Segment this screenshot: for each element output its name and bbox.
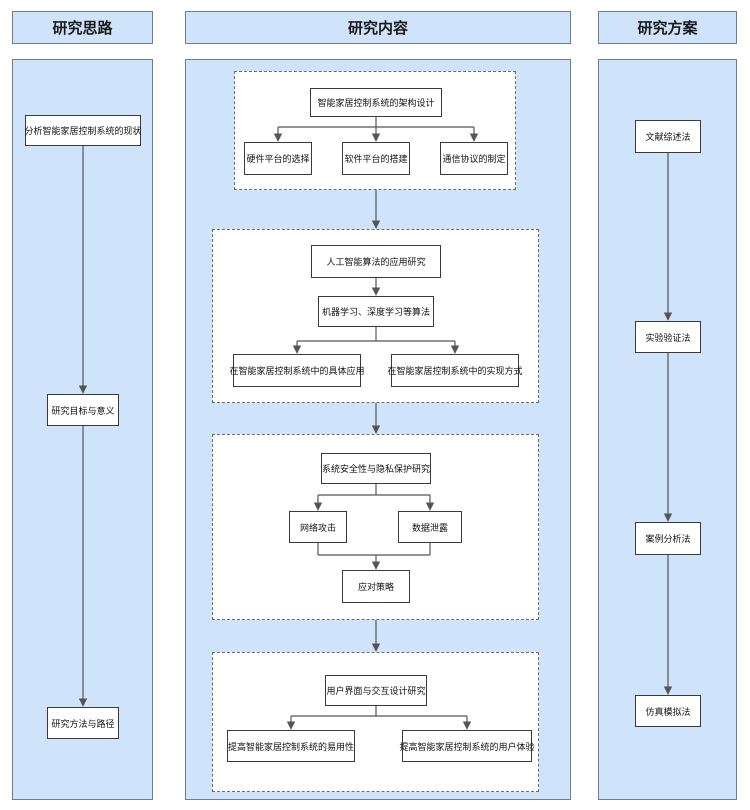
node-improve-usability: 提高智能家居控制系统的易用性 [227,730,355,762]
node-architecture-design: 智能家居控制系统的架构设计 [310,88,442,117]
node-case-analysis: 案例分析法 [635,522,701,555]
node-research-methods: 研究方法与路径 [47,707,119,739]
node-hardware-platform: 硬件平台的选择 [244,142,312,175]
node-simulation: 仿真模拟法 [635,695,701,727]
node-communication-protocol: 通信协议的制定 [440,142,508,175]
node-specific-application: 在智能家居控制系统中的具体应用 [230,354,365,387]
header-research-plan: 研究方案 [598,11,737,44]
left-column-panel [12,59,153,800]
node-ui-interaction-research: 用户界面与交互设计研究 [325,675,427,706]
group-ui-interaction [212,652,539,792]
node-data-leakage: 数据泄露 [398,511,462,543]
header-research-thinking: 研究思路 [12,11,153,44]
node-network-attack: 网络攻击 [289,511,347,543]
node-software-platform: 软件平台的搭建 [342,142,410,175]
node-research-goals: 研究目标与意义 [47,394,119,426]
header-research-content: 研究内容 [185,11,571,44]
node-security-privacy: 系统安全性与隐私保护研究 [321,453,431,484]
node-implementation-method: 在智能家居控制系统中的实现方式 [388,354,523,387]
node-countermeasures: 应对策略 [342,570,410,603]
node-ai-algorithm-research: 人工智能算法的应用研究 [311,245,441,278]
node-ml-dl-algorithms: 机器学习、深度学习等算法 [318,296,434,327]
right-column-panel [598,59,737,800]
node-experimental-validation: 实验验证法 [635,321,701,353]
node-improve-user-experience: 提高智能家居控制系统的用户体验 [400,730,535,762]
node-analyze-current-status: 分析智能家居控制系统的现状 [25,115,142,146]
node-literature-review: 文献综述法 [635,120,701,153]
